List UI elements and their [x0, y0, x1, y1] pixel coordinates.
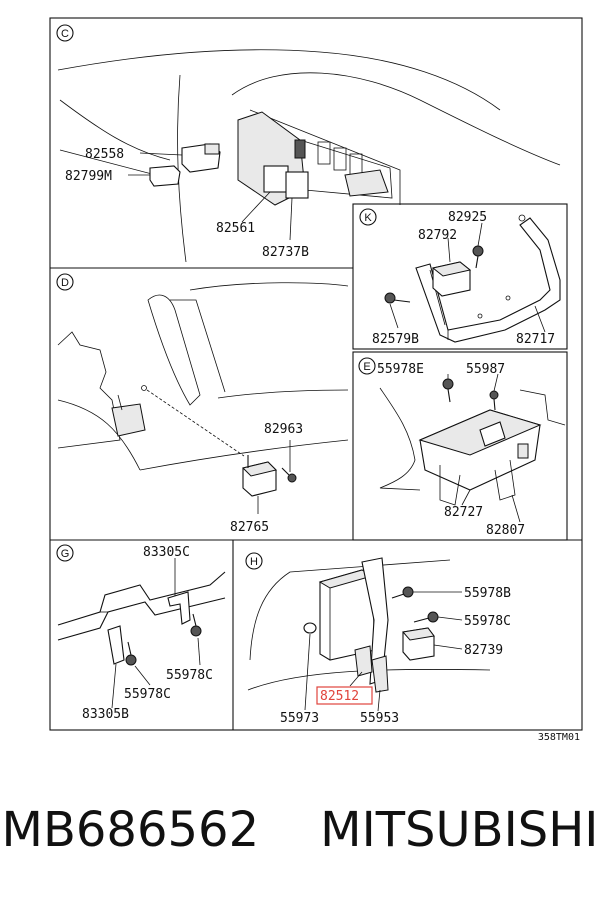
bolt-55978c [413, 611, 439, 623]
bolt-82925 [472, 245, 484, 269]
section-k-marker [359, 208, 377, 226]
section-k-letter: K [364, 212, 372, 224]
label-55978c-upper: 55978C [166, 668, 213, 683]
label-82963: 82963 [264, 422, 303, 437]
relay-82799m [149, 165, 181, 187]
section-g-marker [56, 544, 74, 562]
panel-g: G 83305C 55978C 55978C 83305B [56, 544, 226, 722]
label-55978c: 55978C [464, 614, 511, 629]
label-82807: 82807 [486, 523, 525, 538]
diagram-code: 358TM01 [538, 732, 580, 743]
panel-e: E 55978E 55987 82727 82807 [358, 357, 566, 538]
bracket-83305c [167, 591, 191, 625]
bolt-55978c-lower [125, 641, 137, 666]
section-g-letter: G [61, 548, 70, 560]
label-83305b: 83305B [82, 707, 129, 722]
footer-caption: MB686562 MITSUBISHI [0, 790, 600, 870]
label-82765: 82765 [230, 520, 269, 535]
label-82737b: 82737B [262, 245, 309, 260]
panel-h: H 82512 55978B [245, 552, 511, 726]
relay-82727 [479, 421, 506, 447]
brand-name: MITSUBISHI [320, 802, 599, 858]
section-e-letter: E [363, 361, 370, 373]
bolt-55987 [489, 390, 499, 411]
label-55978e: 55978E [377, 362, 424, 377]
section-h-letter: H [250, 556, 258, 568]
parts-diagram: C 82558 82799M 82561 82737B K [49, 17, 583, 743]
bolt-55978c-upper [190, 613, 202, 637]
label-82925: 82925 [448, 210, 487, 225]
label-82792: 82792 [418, 228, 457, 243]
panel-c: C 82558 82799M 82561 82737B [56, 24, 561, 263]
section-d-letter: D [61, 277, 69, 289]
bracket-83305b [107, 625, 125, 665]
highlight-box-82512 [316, 686, 373, 705]
section-c-letter: C [61, 28, 69, 40]
screw-82963 [281, 467, 297, 483]
grommet-55973 [303, 622, 317, 634]
label-82579b: 82579B [372, 332, 419, 347]
section-e-marker [358, 357, 376, 375]
panel-d: D 82963 82765 [56, 273, 349, 535]
label-82512: 82512 [320, 689, 359, 704]
bolt-82579b [384, 292, 411, 304]
section-c-marker [56, 24, 74, 42]
panel-k-frame [352, 203, 568, 350]
label-82717: 82717 [516, 332, 555, 347]
relay-82561 [263, 165, 289, 193]
bracket-82717 [415, 217, 561, 343]
relay-82737b [285, 171, 309, 199]
label-55987: 55987 [466, 362, 505, 377]
bolt-55978b [391, 586, 414, 599]
label-55978b: 55978B [464, 586, 511, 601]
label-82558: 82558 [85, 147, 124, 162]
label-55973: 55973 [280, 711, 319, 726]
section-h-marker [245, 552, 263, 570]
label-55978c-lower: 55978C [124, 687, 171, 702]
label-82727: 82727 [444, 505, 483, 520]
bolt-55978e [442, 378, 454, 403]
label-82739: 82739 [464, 643, 503, 658]
part-number: MB686562 [1, 802, 260, 858]
diagram-frame [49, 17, 583, 731]
label-83305c: 83305C [143, 545, 190, 560]
section-d-marker [56, 273, 74, 291]
label-82799m: 82799M [65, 169, 112, 184]
label-82561: 82561 [216, 221, 255, 236]
panel-k: K 82925 82792 82579B 82717 [359, 208, 561, 347]
label-55953: 55953 [360, 711, 399, 726]
